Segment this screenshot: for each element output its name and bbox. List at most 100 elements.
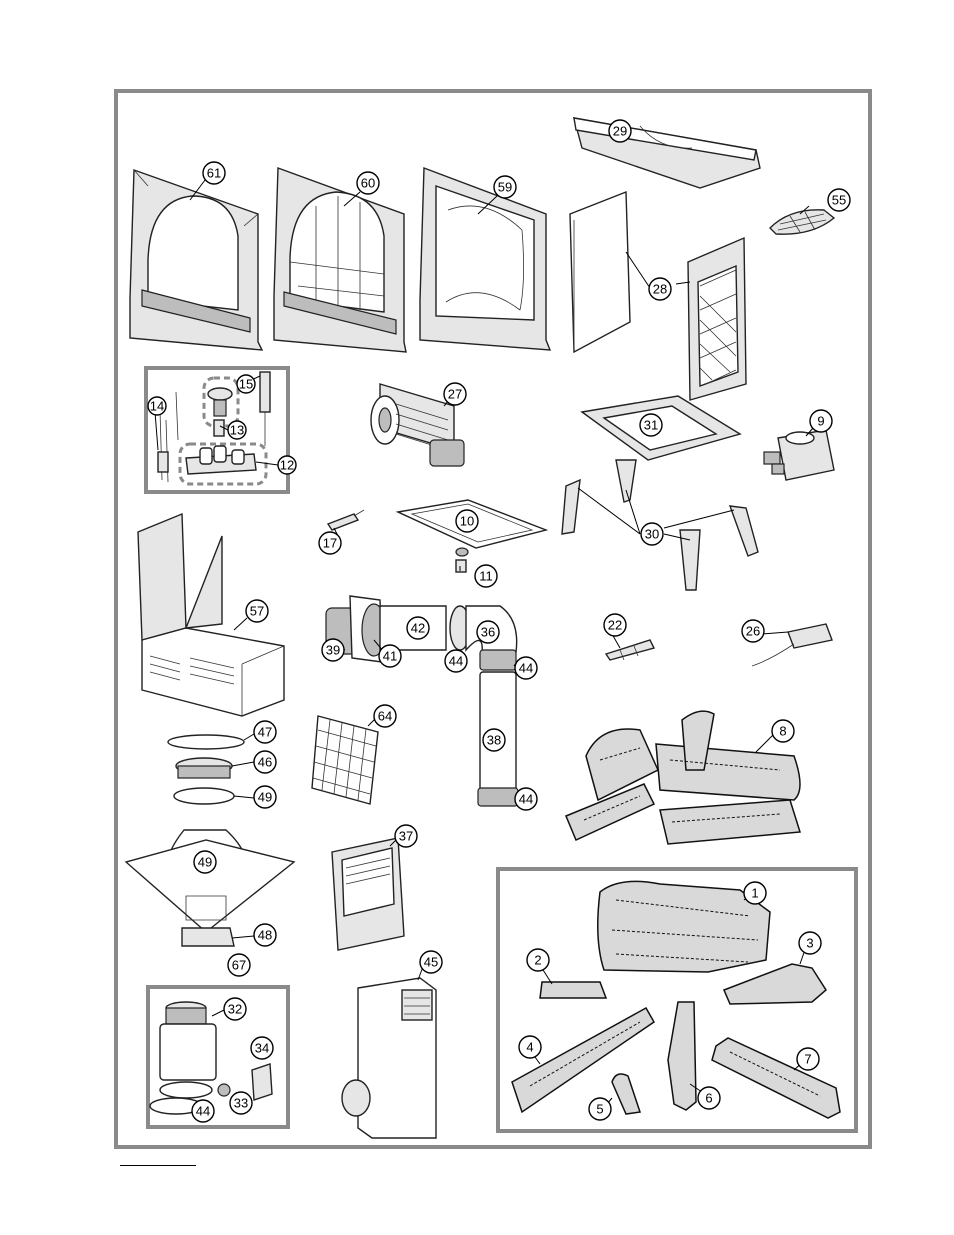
callout-label: 30 xyxy=(645,527,659,542)
callout-36: 36 xyxy=(476,620,500,644)
callout-label: 64 xyxy=(378,709,392,724)
callout-37: 37 xyxy=(394,824,418,848)
gas-valve-9 xyxy=(763,429,835,481)
callout-33: 33 xyxy=(229,1091,253,1115)
callout-26: 26 xyxy=(741,619,765,643)
callout-label: 31 xyxy=(644,418,658,433)
callout-13: 13 xyxy=(227,420,247,440)
ignition-parts xyxy=(157,371,271,483)
callout-label: 37 xyxy=(399,829,413,844)
callout-label: 45 xyxy=(424,955,438,970)
callout-34: 34 xyxy=(250,1036,274,1060)
callout-2: 2 xyxy=(526,948,550,972)
callout-14: 14 xyxy=(147,396,167,416)
callout-57: 57 xyxy=(245,599,269,623)
callout-44-elbow: 44 xyxy=(444,649,468,673)
callout-6: 6 xyxy=(697,1086,721,1110)
callout-12: 12 xyxy=(277,455,297,475)
callout-label: 29 xyxy=(613,124,627,139)
callout-label: 60 xyxy=(361,176,375,191)
log-set-8 xyxy=(565,710,801,845)
log-4 xyxy=(511,1006,655,1114)
callout-label: 38 xyxy=(487,733,501,748)
log-5 xyxy=(611,1073,641,1115)
callout-44-pipe-bottom: 44 xyxy=(514,787,538,811)
vent-pipe-assembly xyxy=(325,595,519,807)
log-set-detail-box xyxy=(496,867,858,1133)
callout-59: 59 xyxy=(493,175,517,199)
callout-label: 2 xyxy=(534,953,541,968)
callout-11: 11 xyxy=(474,564,498,588)
log-2 xyxy=(539,981,608,999)
callout-1: 1 xyxy=(743,881,767,905)
callout-48: 48 xyxy=(253,923,277,947)
callout-label: 47 xyxy=(258,725,272,740)
callout-28: 28 xyxy=(648,277,672,301)
callout-44-pipe-top: 44 xyxy=(514,656,538,680)
footer-rule xyxy=(120,1165,196,1166)
callout-29: 29 xyxy=(608,119,632,143)
callout-label: 26 xyxy=(746,624,760,639)
adapter-kit-67 xyxy=(149,1001,273,1115)
callout-label: 8 xyxy=(779,724,786,739)
roof-termination-parts xyxy=(124,734,296,947)
termination-45 xyxy=(341,977,437,1139)
vent-cap-37 xyxy=(331,837,405,951)
grille-55 xyxy=(769,209,836,235)
vent-adapter-kit-box xyxy=(146,985,290,1129)
side-panel-28-plain xyxy=(569,190,631,354)
callout-17: 17 xyxy=(318,531,342,555)
callout-label: 36 xyxy=(481,625,495,640)
callout-label: 9 xyxy=(817,414,824,429)
side-panel-28-lattice xyxy=(687,236,747,401)
callout-label: 10 xyxy=(460,514,474,529)
callout-15: 15 xyxy=(236,374,256,394)
callout-3: 3 xyxy=(798,931,822,955)
thermocouple-17 xyxy=(326,509,365,531)
front-door-60 xyxy=(273,167,407,353)
blower-27 xyxy=(370,383,465,467)
callout-label: 67 xyxy=(232,958,246,973)
callout-label: 27 xyxy=(448,387,462,402)
orifice-11 xyxy=(455,547,469,573)
callout-30: 30 xyxy=(640,522,664,546)
callout-47: 47 xyxy=(253,720,277,744)
callout-label: 12 xyxy=(280,458,294,473)
front-door-59 xyxy=(419,166,552,351)
callout-38: 38 xyxy=(482,728,506,752)
callout-67: 67 xyxy=(227,953,251,977)
callout-label: 4 xyxy=(526,1040,533,1055)
screen-64 xyxy=(311,715,379,805)
callout-label: 61 xyxy=(207,166,221,181)
log-6 xyxy=(667,1001,697,1111)
callout-39: 39 xyxy=(321,638,345,662)
callout-label: 1 xyxy=(751,886,758,901)
callout-label: 44 xyxy=(449,654,463,669)
callout-label: 48 xyxy=(258,928,272,943)
callout-label: 33 xyxy=(234,1096,248,1111)
ignition-kit-box xyxy=(144,366,290,494)
callout-label: 15 xyxy=(239,377,253,392)
callout-label: 44 xyxy=(519,661,533,676)
legs-30 xyxy=(561,459,759,591)
callout-42: 42 xyxy=(406,616,430,640)
callout-7: 7 xyxy=(796,1047,820,1071)
dashed-group-12 xyxy=(178,442,268,486)
callout-label: 57 xyxy=(250,604,264,619)
callout-label: 46 xyxy=(258,755,272,770)
callout-32: 32 xyxy=(223,997,247,1021)
callout-label: 11 xyxy=(479,569,493,584)
callout-label: 17 xyxy=(323,536,337,551)
callout-55: 55 xyxy=(827,188,851,212)
callout-4: 4 xyxy=(518,1035,542,1059)
callout-label: 3 xyxy=(806,936,813,951)
callout-label: 49 xyxy=(258,790,272,805)
callout-5: 5 xyxy=(588,1097,612,1121)
callout-10: 10 xyxy=(455,509,479,533)
callout-27: 27 xyxy=(443,382,467,406)
callout-label: 28 xyxy=(653,282,667,297)
callout-41: 41 xyxy=(378,644,402,668)
callout-45: 45 xyxy=(419,950,443,974)
heat-shield-57 xyxy=(137,512,285,717)
